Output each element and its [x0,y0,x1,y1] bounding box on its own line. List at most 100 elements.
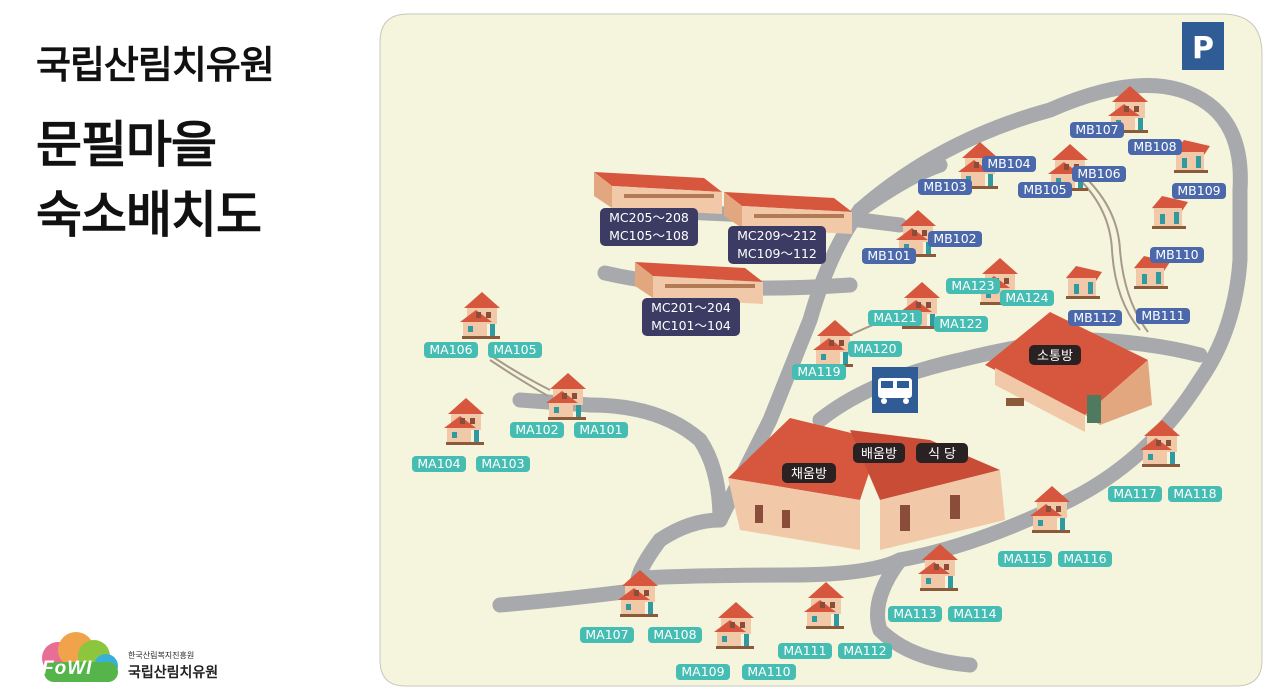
logo-org-small: 한국산림복지진흥원 [128,651,195,660]
unit-label-text: MB106 [1077,166,1120,181]
unit-label-text: MA110 [747,664,790,679]
unit-label-mb105: MB105 [1018,182,1072,198]
fowi-logo: FoWI 한국산림복지진흥원 국립산림치유원 [36,628,236,688]
unit-label-ma124: MA124 [1000,290,1054,306]
unit-label-text: MA101 [579,422,622,437]
unit-label-text: MB108 [1133,139,1176,154]
unit-label-ma102: MA102 [510,422,564,438]
unit-label-text: MA120 [853,341,896,356]
unit-label-text: MB103 [923,179,966,194]
mc-label-a: MC205～208 MC105～108 [600,208,698,246]
unit-label-text: MB107 [1075,122,1118,137]
fowi-logo-cloud-icon [42,632,118,682]
unit-label-ma103: MA103 [476,456,530,472]
unit-label-ma101: MA101 [574,422,628,438]
unit-label-ma104: MA104 [412,456,466,472]
unit-label-mb106: MB106 [1072,166,1126,182]
svg-text:MC201～204: MC201～204 [651,300,731,315]
facility-label-chaeum: 채움방 [782,463,836,483]
unit-label-ma121: MA121 [868,310,922,326]
svg-text:MC209～212: MC209～212 [737,228,817,243]
mc-longhouse-a [594,172,722,214]
unit-label-text: MA105 [493,342,536,357]
svg-text:채움방: 채움방 [791,467,827,482]
unit-label-text: MA124 [1005,290,1048,305]
page-title-block: 국립산림치유원 문필마을 숙소배치도 [36,40,275,250]
facility-label-baeum: 배움방 [853,443,905,463]
unit-label-text: MA118 [1173,486,1216,501]
unit-label-text: MA112 [843,643,886,658]
svg-text:식 당: 식 당 [928,447,956,462]
unit-label-mb107: MB107 [1070,122,1124,138]
unit-label-text: MA109 [681,664,724,679]
unit-label-text: MA111 [783,643,826,658]
mc-label-b: MC209～212 MC109～112 [728,226,826,264]
unit-label-text: MA114 [953,606,996,621]
unit-label-text: MA119 [797,364,840,379]
svg-text:MC205～208: MC205～208 [609,210,689,225]
unit-label-text: MA108 [653,627,696,642]
unit-label-mb111: MB111 [1136,308,1190,324]
unit-label-ma109: MA109 [676,664,730,680]
parking-text: P [1192,31,1214,66]
unit-label-ma107: MA107 [580,627,634,643]
unit-label-text: MA117 [1113,486,1156,501]
unit-label-ma105: MA105 [488,342,542,358]
fowi-logo-word: FoWI [42,658,93,679]
unit-label-text: MB104 [987,156,1030,171]
svg-text:소통방: 소통방 [1037,349,1073,364]
unit-label-ma117: MA117 [1108,486,1162,502]
unit-label-ma112: MA112 [838,643,892,659]
svg-text:MC105～108: MC105～108 [609,228,689,243]
unit-label-text: MA123 [951,278,994,293]
unit-label-mb103: MB103 [918,179,972,195]
unit-label-ma115: MA115 [998,551,1052,567]
unit-label-text: MA107 [585,627,628,642]
logo-org-name: 국립산림치유원 [128,665,219,681]
unit-label-ma108: MA108 [648,627,702,643]
mc-longhouse-c [635,262,763,304]
bus-stop-icon [872,367,918,413]
unit-label-mb112: MB112 [1068,310,1122,326]
village-title: 문필마을 [36,116,217,174]
unit-label-mb104: MB104 [982,156,1036,172]
unit-label-text: MB101 [867,248,910,263]
unit-label-ma110: MA110 [742,664,796,680]
unit-label-text: MA102 [515,422,558,437]
layout-title: 숙소배치도 [36,186,262,244]
unit-label-ma122: MA122 [934,316,988,332]
unit-label-mb101: MB101 [862,248,916,264]
unit-label-text: MB109 [1177,183,1220,198]
parking-sign: P [1182,22,1224,70]
unit-label-text: MB112 [1073,310,1116,325]
unit-label-text: MB105 [1023,182,1066,197]
unit-label-mb110: MB110 [1150,247,1204,263]
svg-text:MC101～104: MC101～104 [651,318,731,333]
facility-label-sikdang: 식 당 [916,443,968,463]
unit-label-text: MB102 [933,231,976,246]
unit-label-ma106: MA106 [424,342,478,358]
unit-label-text: MA121 [873,310,916,325]
unit-label-text: MA104 [417,456,460,471]
unit-label-ma123: MA123 [946,278,1000,294]
unit-label-ma119: MA119 [792,364,846,380]
unit-label-text: MA113 [893,606,936,621]
unit-label-mb102: MB102 [928,231,982,247]
unit-label-ma113: MA113 [888,606,942,622]
facility-label-sotong: 소통방 [1029,345,1081,365]
unit-label-ma116: MA116 [1058,551,1112,567]
unit-label-text: MA116 [1063,551,1106,566]
unit-label-mb109: MB109 [1172,183,1226,199]
unit-label-ma120: MA120 [848,341,902,357]
unit-label-mb108: MB108 [1128,139,1182,155]
unit-label-text: MB111 [1141,308,1184,323]
unit-label-text: MA103 [481,456,524,471]
unit-label-ma118: MA118 [1168,486,1222,502]
unit-label-ma114: MA114 [948,606,1002,622]
unit-label-text: MA106 [429,342,472,357]
unit-label-text: MA115 [1003,551,1046,566]
svg-text:MC109～112: MC109～112 [737,246,817,261]
unit-label-text: MB110 [1155,247,1198,262]
